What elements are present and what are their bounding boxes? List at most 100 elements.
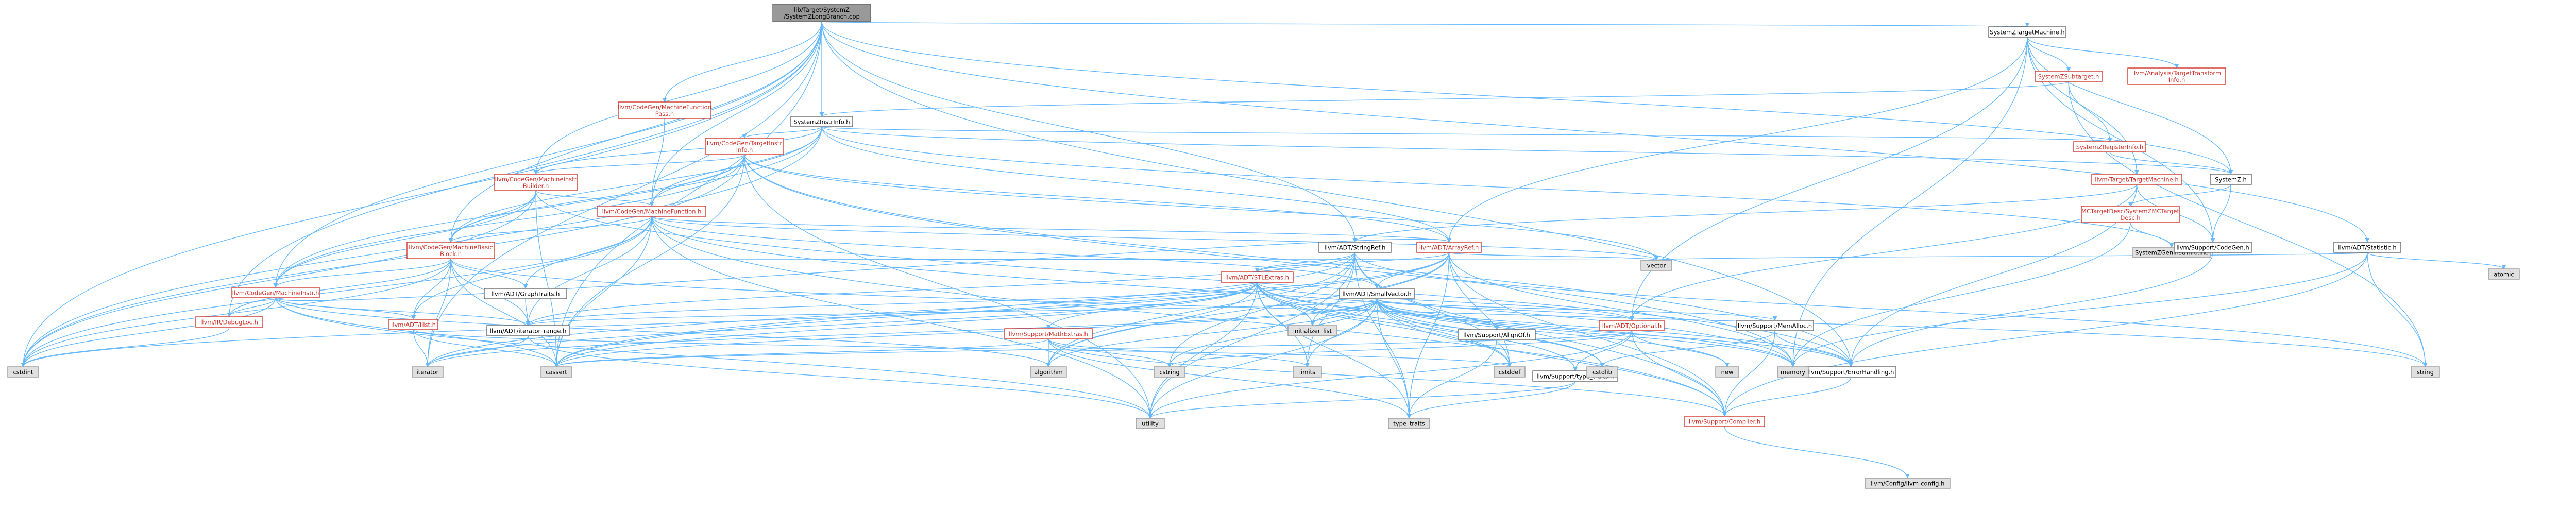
edge-subtarget-to-instrinfo [820, 81, 2069, 117]
node-vector[interactable]: vector [1640, 260, 1672, 271]
node-limits[interactable]: limits [1293, 366, 1322, 378]
node-cstdint[interactable]: cstdint [7, 366, 39, 378]
node-type_traits[interactable]: type_traits [1388, 418, 1430, 429]
node-smallvector[interactable]: llvm/ADT/SmallVector.h [1339, 288, 1415, 299]
node-stlextras[interactable]: llvm/ADT/STLExtras.h [1221, 271, 1294, 283]
node-systemzh[interactable]: SystemZ.h [2210, 174, 2252, 185]
node-arrayref[interactable]: llvm/ADT/ArrayRef.h [1416, 242, 1482, 253]
edge-instrinfo-to-mi [273, 126, 822, 288]
node-box-tti [2127, 67, 2226, 85]
edges-layer [21, 21, 2506, 479]
node-cstring[interactable]: cstring [1154, 366, 1185, 378]
node-label-codegen-0: llvm/Support/CodeGen.h [2176, 244, 2249, 251]
node-statistic[interactable]: llvm/ADT/Statistic.h [2333, 242, 2401, 253]
node-mf[interactable]: llvm/CodeGen/MachineFunction.h [597, 206, 706, 217]
node-subtarget[interactable]: SystemZSubtarget.h [2035, 71, 2103, 82]
node-box-root [772, 4, 871, 22]
node-debugloc[interactable]: llvm/IR/DebugLoc.h [195, 316, 263, 328]
node-memory[interactable]: memory [1777, 366, 1809, 378]
node-utility[interactable]: utility [1136, 418, 1165, 429]
node-tm[interactable]: SystemZTargetMachine.h [1988, 26, 2066, 38]
edge-mfpass-to-mf [649, 118, 665, 207]
edge-mbb-to-cassert [450, 258, 559, 367]
edge-root-to-cassert [554, 21, 822, 367]
edge-mathextras-to-type_traits [1048, 338, 1412, 419]
node-alignof[interactable]: llvm/Support/AlignOf.h [1458, 329, 1536, 340]
node-initlist[interactable]: initializer_list [1287, 325, 1337, 336]
edge-stlextras-to-type_traits [1257, 282, 1412, 419]
edge-mf-to-cstdint [21, 216, 652, 367]
node-box-utility [1136, 418, 1165, 429]
node-config[interactable]: llvm/Config/llvm-config.h [1865, 478, 1951, 489]
edge-tii-to-memory [744, 154, 1795, 367]
node-ilist[interactable]: llvm/ADT/ilist.h [388, 319, 438, 330]
edge-statistic-to-atomic [2367, 252, 2506, 269]
edge-tm-to-ttm [2027, 37, 2140, 175]
node-iterrange[interactable]: llvm/ADT/iterator_range.h [486, 325, 570, 336]
node-box-ttm [2091, 174, 2182, 185]
edge-tm-to-arrayref [1446, 37, 2028, 243]
node-box-mbb [406, 242, 495, 259]
node-cstddef[interactable]: cstddef [1494, 366, 1526, 378]
edge-memalloc-to-cstdlib [1600, 330, 1775, 367]
edge-stlextras-to-utility [1147, 282, 1258, 419]
edge-smallvector-to-cstddef [1376, 298, 1512, 367]
node-box-alignof [1458, 329, 1536, 340]
node-optional[interactable]: llvm/ADT/Optional.h [1599, 320, 1665, 331]
node-root[interactable]: lib/Target/SystemZ/SystemZLongBranch.cpp [772, 4, 871, 22]
edge-root-to-cstdint [21, 21, 822, 367]
edge-tm-to-tti [2027, 37, 2179, 69]
node-stringref[interactable]: llvm/ADT/StringRef.h [1318, 242, 1392, 253]
edge-mf-to-mbb [448, 216, 652, 243]
edge-mf-to-smallvector [651, 216, 1379, 289]
node-ttm[interactable]: llvm/Target/TargetMachine.h [2091, 174, 2182, 185]
node-mathextras[interactable]: llvm/Support/MathExtras.h [1004, 328, 1093, 339]
node-label-utility-0: utility [1142, 420, 1159, 428]
node-atomic[interactable]: atomic [2488, 268, 2520, 280]
node-memalloc[interactable]: llvm/Support/MemAlloc.h [1736, 320, 1814, 331]
node-graphtraits[interactable]: llvm/ADT/GraphTraits.h [484, 288, 567, 299]
edge-mi-to-algorithm [275, 297, 1051, 367]
node-mi[interactable]: llvm/CodeGen/MachineInstr.h [231, 287, 320, 298]
edge-regs-to-systemzh [2109, 151, 2233, 175]
node-errhandling[interactable]: llvm/Support/ErrorHandling.h [1805, 366, 1896, 378]
edge-mf-to-vector [651, 216, 1659, 261]
node-box-memalloc [1736, 320, 1814, 331]
edge-mf-to-cassert [554, 216, 652, 367]
edge-stringref-to-compiler [1354, 252, 1727, 417]
edge-subtarget-to-regs [2068, 81, 2112, 142]
node-cassert[interactable]: cassert [540, 366, 572, 378]
edge-tii-to-mib [533, 154, 745, 175]
node-instrinfo[interactable]: SystemZInstrInfo.h [790, 116, 853, 127]
node-string[interactable]: string [2411, 366, 2440, 378]
node-cstdlib[interactable]: cstdlib [1586, 366, 1618, 378]
node-regs[interactable]: SystemZRegisterInfo.h [2073, 141, 2146, 152]
node-box-new [1715, 366, 1739, 378]
edge-smallvector-to-cstring [1167, 298, 1378, 367]
edge-mf-to-ilist [411, 216, 652, 320]
node-algorithm[interactable]: algorithm [1030, 366, 1067, 378]
node-iterator[interactable]: iterator [412, 366, 444, 378]
edge-instrinfo-to-systemzh [821, 126, 2233, 175]
node-label-mathextras-0: llvm/Support/MathExtras.h [1009, 331, 1088, 338]
node-codegen[interactable]: llvm/Support/CodeGen.h [2174, 242, 2252, 253]
node-box-cstring [1154, 366, 1185, 378]
edge-stringref-to-stlextras [1255, 252, 1355, 272]
edge-mf-to-compiler [651, 216, 1727, 417]
edge-stlextras-to-iterrange [526, 282, 1258, 326]
node-box-mathextras [1004, 328, 1093, 339]
edge-stringref-to-cstddef [1354, 252, 1512, 367]
edge-tm-to-optional [1629, 37, 2028, 321]
node-compiler[interactable]: llvm/Support/Compiler.h [1684, 416, 1765, 427]
node-box-mi [231, 287, 320, 298]
node-label-smallvector-0: llvm/ADT/SmallVector.h [1342, 291, 1411, 298]
edge-smallvector-to-algorithm [1046, 298, 1378, 367]
node-new[interactable]: new [1715, 366, 1739, 378]
node-label-ttm-0: llvm/Target/TargetMachine.h [2095, 176, 2178, 183]
